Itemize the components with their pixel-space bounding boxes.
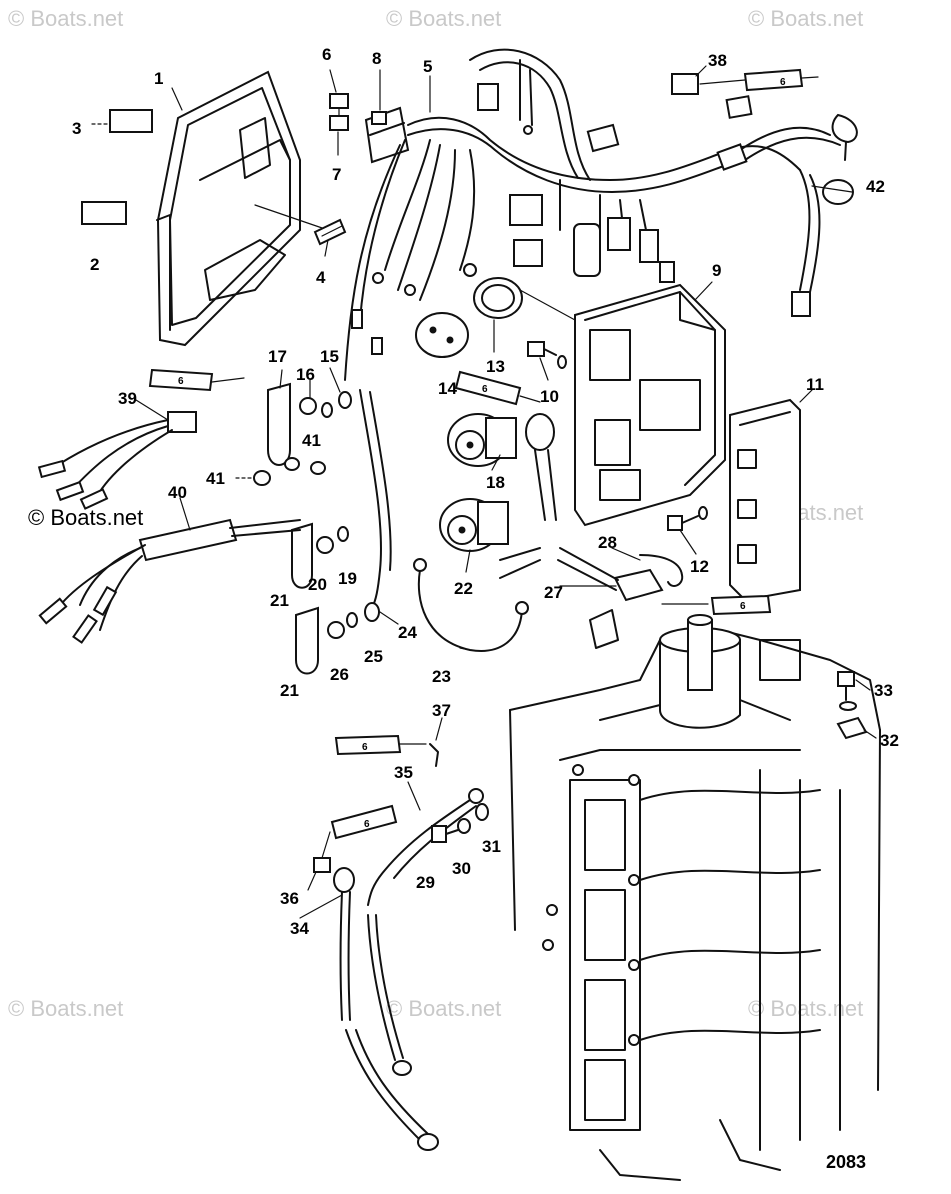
cable-35 (367, 788, 484, 1076)
callout-34: 34 (290, 919, 309, 938)
watermark-bottom-left: © Boats.net (8, 996, 123, 1021)
wiring-harness-5 (344, 48, 841, 381)
callout-35: 35 (394, 763, 413, 782)
callout-4: 4 (316, 268, 326, 287)
sealant-tube-14: 6 (454, 370, 541, 406)
callout-numbers: 1 2 3 4 5 6 7 8 9 10 11 12 13 14 15 16 1… (72, 45, 899, 938)
bolt-10 (527, 341, 567, 369)
bolt-33-bracket-32 (836, 671, 868, 740)
callout-7: 7 (332, 165, 341, 184)
callout-6: 6 (322, 45, 331, 64)
callout-41b: 41 (302, 431, 321, 450)
callout-40: 40 (168, 483, 187, 502)
callout-8: 8 (372, 49, 381, 68)
callout-23: 23 (432, 667, 451, 686)
callout-13: 13 (486, 357, 505, 376)
callout-22: 22 (454, 579, 473, 598)
electrical-box-cover (156, 70, 329, 347)
callout-39: 39 (118, 389, 137, 408)
clip-28 (639, 554, 684, 587)
fuses-6-7 (329, 93, 349, 131)
callout-31: 31 (482, 837, 501, 856)
callout-26: 26 (330, 665, 349, 684)
callout-1: 1 (154, 69, 163, 88)
callout-33: 33 (874, 681, 893, 700)
callout-28: 28 (598, 533, 617, 552)
callout-24: 24 (398, 623, 417, 642)
engine-block (509, 609, 881, 1181)
callout-21b: 21 (280, 681, 299, 700)
watermark-bottom-right: © Boats.net (748, 996, 863, 1021)
callout-19: 19 (338, 569, 357, 588)
clamp-13 (473, 277, 576, 321)
callout-5: 5 (423, 57, 432, 76)
callout-10: 10 (540, 387, 559, 406)
sensor-bulb-42 (822, 113, 858, 205)
callout-27: 27 (544, 583, 563, 602)
decal-3 (109, 109, 153, 133)
sealant-tube-37: 6 (334, 734, 439, 767)
callout-12: 12 (690, 557, 709, 576)
callout-18: 18 (486, 473, 505, 492)
callout-25: 25 (364, 647, 383, 666)
sealant-tube-label-14: 6 (482, 384, 488, 395)
callout-14: 14 (438, 379, 457, 398)
sealant-tube-27: 6 (661, 594, 772, 616)
connector-38: 6 (671, 68, 819, 95)
sealant-tube-label-39: 6 (178, 376, 184, 387)
callout-3: 3 (72, 119, 81, 138)
watermark-top-left: © Boats.net (8, 6, 123, 31)
callout-37: 37 (432, 701, 451, 720)
connector-4 (313, 218, 347, 246)
callout-38: 38 (708, 51, 727, 70)
bolt-12 (667, 506, 708, 531)
callout-29: 29 (416, 873, 435, 892)
callout-17: 17 (268, 347, 287, 366)
callout-9: 9 (712, 261, 721, 280)
callout-11: 11 (806, 375, 824, 394)
sealant-tube-label-36: 6 (364, 819, 370, 830)
harness-connectors (351, 83, 811, 355)
sealant-tube-label-27: 6 (740, 601, 746, 612)
callout-41a: 41 (206, 469, 225, 488)
decal-2 (81, 201, 127, 225)
callout-20: 20 (308, 575, 327, 594)
callout-2: 2 (90, 255, 99, 274)
callout-21a: 21 (270, 591, 289, 610)
callout-36: 36 (280, 889, 299, 908)
cable-24 (359, 389, 392, 622)
sealant-tube-label-37: 6 (362, 742, 368, 753)
callout-15: 15 (320, 347, 339, 366)
tube-36-34: 6 (313, 804, 439, 1151)
starter-solenoid-18 (415, 312, 517, 467)
watermark-top-right: © Boats.net (748, 6, 863, 31)
sealant-tube-label-38: 6 (780, 77, 786, 88)
small-hardware (267, 382, 358, 675)
mounting-bracket-9 (574, 283, 726, 527)
harness-39-40: 6 (37, 368, 326, 644)
callout-30: 30 (452, 859, 471, 878)
callout-16: 16 (296, 365, 315, 384)
callout-42: 42 (866, 177, 885, 196)
leader-lines (135, 65, 877, 919)
callout-32: 32 (880, 731, 899, 750)
connector-27 (499, 547, 664, 602)
solenoid-22 (439, 498, 509, 552)
watermark-top-center: © Boats.net (386, 6, 501, 31)
connector-plug (525, 413, 557, 521)
diagram-code: 2083 (826, 1152, 866, 1172)
relay-connector-8 (364, 106, 410, 164)
watermark-bottom-center: © Boats.net (386, 996, 501, 1021)
bolt-29-30-31 (431, 803, 489, 843)
mounting-rail-11 (729, 398, 801, 602)
